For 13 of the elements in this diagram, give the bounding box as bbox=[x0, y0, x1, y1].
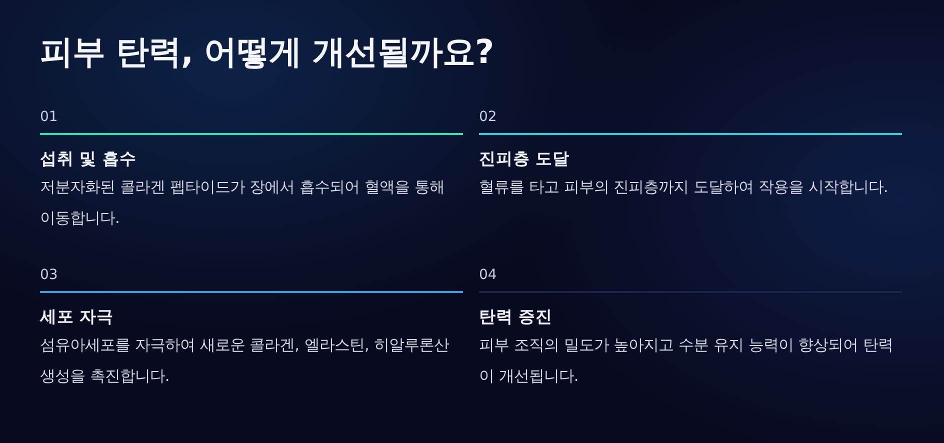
step-number: 03 bbox=[40, 266, 58, 285]
step-description: 저분자화된 콜라겐 펩타이드가 장에서 흡수되어 혈액을 통해 이동합니다. bbox=[40, 177, 446, 229]
step-description: 섬유아세포를 자극하여 새로운 콜라겐, 엘라스틴, 히알루론산 생성을 촉진합니다. bbox=[40, 335, 450, 387]
step-heading: 섭취 및 흡수 bbox=[40, 148, 136, 170]
title: 피부 탄력, 어떻게 개선될까요? bbox=[40, 31, 494, 73]
step-number: 01 bbox=[40, 108, 58, 127]
step-description: 피부 조직의 밀도가 높아지고 수분 유지 능력이 향상되어 탄력이 개선됩니다. bbox=[479, 335, 894, 387]
step-heading: 진피층 도달 bbox=[479, 148, 570, 170]
step-heading: 세포 자극 bbox=[40, 306, 114, 328]
step-description: 혈류를 타고 피부의 진피층까지 도달하여 작용을 시작합니다. bbox=[479, 177, 890, 198]
step-number: 04 bbox=[479, 266, 497, 285]
step-heading: 탄력 증진 bbox=[479, 306, 553, 328]
step-number: 02 bbox=[479, 108, 497, 127]
